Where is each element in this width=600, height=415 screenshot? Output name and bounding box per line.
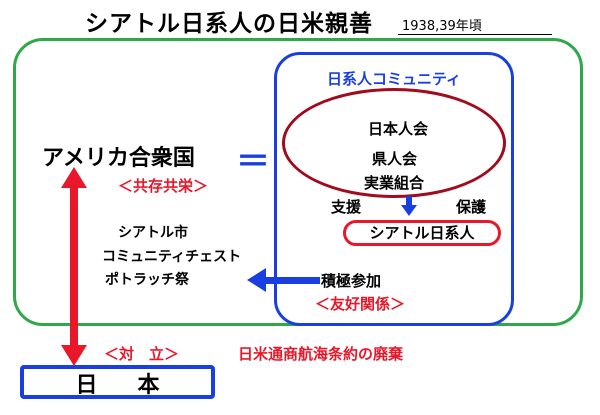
diagram-title: シアトル日系人の日米親善	[85, 11, 373, 37]
participation-left-arrow	[247, 268, 320, 292]
active-participation-label: 積極参加	[321, 272, 382, 290]
protect-label: 保護	[456, 198, 487, 216]
org-prefectural-association: 県人会	[372, 150, 418, 168]
japan-label: 日本	[75, 373, 200, 398]
equals-sign: ＝	[236, 142, 270, 182]
america-label: アメリカ合衆国	[42, 146, 195, 171]
support-down-arrow	[401, 196, 417, 216]
seattle-japanese-box	[343, 220, 501, 246]
conflict-label: ＜対 立＞	[104, 345, 180, 363]
event-seattle-city: シアトル市	[118, 225, 188, 241]
japan-box	[20, 365, 215, 399]
support-label: 支援	[331, 198, 362, 216]
conflict-double-arrow	[61, 167, 87, 366]
organizations-ellipse	[282, 88, 506, 198]
treaty-abrogation-label: 日米通商航海条約の廃棄	[238, 345, 404, 363]
event-potlatch: ポトラッチ祭	[105, 272, 189, 288]
community-title: 日系人コミュニティ	[326, 70, 462, 88]
period-label: 1938,39年頃	[398, 15, 552, 35]
org-japanese-association: 日本人会	[368, 120, 429, 138]
friendship-label: ＜友好関係＞	[315, 295, 406, 313]
coexist-label: ＜共存共栄＞	[118, 177, 209, 195]
event-community-chest: コミュニティチェスト	[102, 249, 242, 265]
community-box	[274, 52, 514, 326]
org-business-union: 実業組合	[364, 174, 425, 192]
seattle-japanese-label: シアトル日系人	[369, 224, 475, 242]
